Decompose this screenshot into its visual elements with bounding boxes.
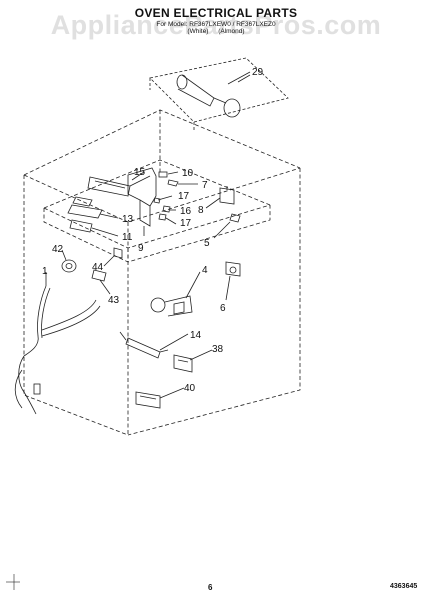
part-44-bracket: [113, 247, 123, 259]
part-42-wire-nut: [61, 259, 77, 273]
leader-lines: [45, 71, 251, 399]
part-17-connector-b: [158, 213, 167, 221]
callout-17-top: 17: [178, 191, 190, 202]
callout-11: 11: [122, 232, 133, 243]
callout-43: 43: [108, 295, 120, 306]
callout-4: 4: [202, 265, 208, 276]
part-38-switch: [173, 354, 193, 373]
callout-9: 9: [138, 243, 144, 254]
part-11-insulator: [69, 219, 93, 233]
callout-5: 5: [204, 238, 210, 249]
callout-17-bottom: 17: [180, 218, 192, 229]
callout-16: 16: [180, 206, 192, 217]
part-29-light-socket: [176, 74, 251, 118]
part-1-wire-harness: [14, 285, 101, 415]
callout-8: 8: [198, 205, 204, 216]
callout-labels: 29 15 10 7 17 16 8 17 13 11 9 5 42 44 1 …: [42, 67, 264, 394]
callout-6: 6: [220, 303, 226, 314]
callout-14: 14: [190, 330, 202, 341]
color-white: (White): [187, 28, 209, 35]
part-6-sensor: [225, 261, 241, 277]
color-almond: (Almond): [218, 28, 245, 35]
part-15-terminal-block: [87, 175, 151, 197]
part-10-screw: [158, 171, 168, 178]
watermark: AppliancePartsPros.com: [50, 10, 382, 40]
top-panel: [149, 57, 289, 132]
callout-1: 1: [42, 266, 48, 277]
callout-44: 44: [92, 262, 104, 273]
callout-13: 13: [122, 214, 134, 225]
part-5-clip: [229, 213, 241, 223]
oven-cabinet-outline: [23, 109, 301, 436]
part-17-connector-a: [153, 197, 161, 204]
callout-15: 15: [134, 167, 146, 178]
callout-40: 40: [184, 383, 196, 394]
part-4-relay: [150, 295, 193, 317]
callout-10: 10: [182, 168, 194, 179]
part-8-switch: [219, 186, 235, 205]
document-number: 4363645: [390, 583, 418, 590]
model-number: For Model: RF367LXEW0 / RF367LXEZ0: [156, 21, 276, 28]
part-16-connector: [162, 205, 171, 213]
part-7-clip: [167, 179, 179, 187]
page-number: 6: [208, 583, 213, 592]
part-40-block: [135, 391, 161, 409]
part-14-fuse: [119, 331, 169, 359]
diagram-title: OVEN ELECTRICAL PARTS: [134, 6, 298, 20]
part-9-bracket: [127, 167, 157, 236]
callout-42: 42: [52, 244, 64, 255]
part-43-bracket: [91, 269, 107, 282]
callout-38: 38: [212, 344, 224, 355]
crop-marks: [6, 574, 20, 590]
callout-7: 7: [202, 180, 208, 191]
part-13-board: [67, 196, 103, 219]
callout-29: 29: [252, 67, 264, 78]
diagram-header: OVEN ELECTRICAL PARTS For Model: RF367LX…: [0, 6, 432, 35]
color-variants: (White) (Almond): [0, 28, 432, 35]
